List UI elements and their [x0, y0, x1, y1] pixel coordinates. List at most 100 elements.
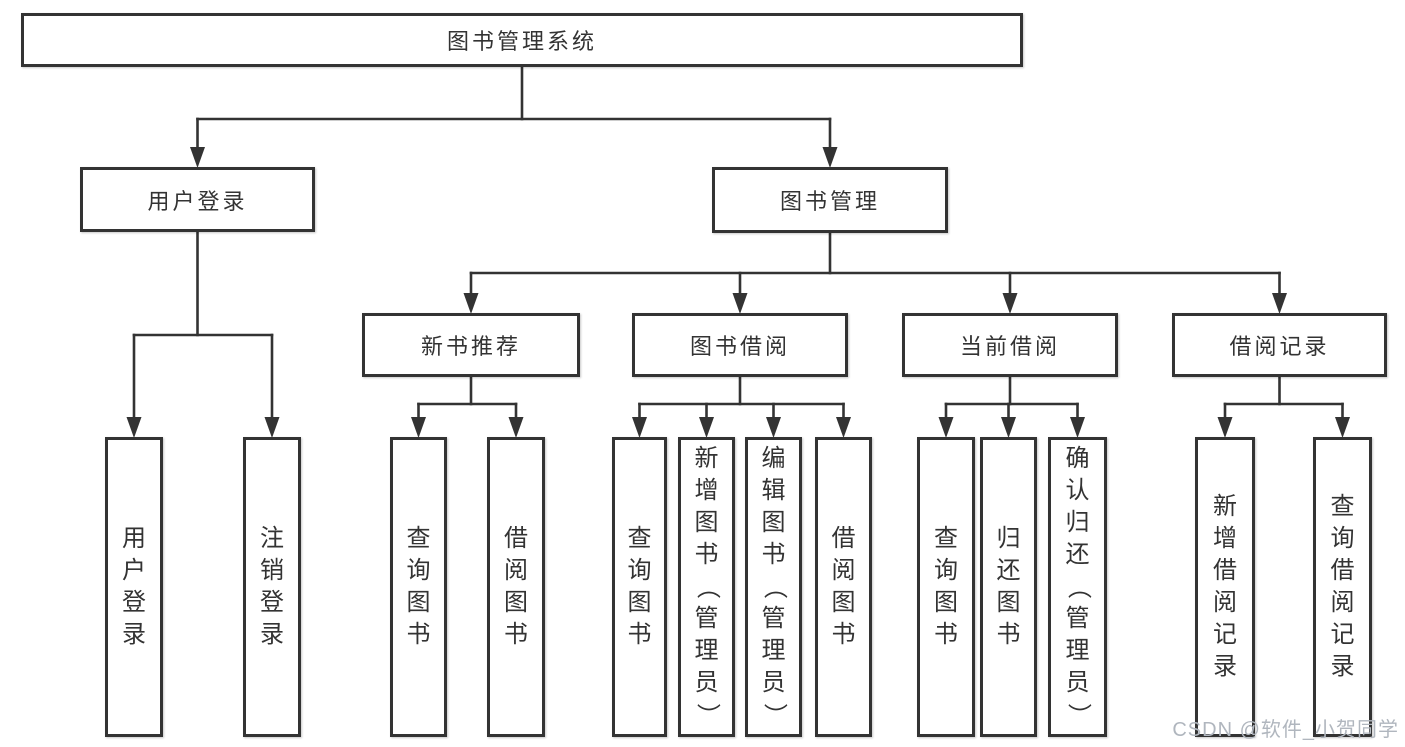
node-borrow-record: 借阅记录 [1172, 313, 1387, 377]
node-label-char: 辑 [761, 477, 786, 504]
arrowhead-icon [126, 417, 142, 438]
node-label-char: （ [760, 575, 788, 599]
node-label-char: 新 [1213, 493, 1237, 520]
arrowhead-icon [1070, 417, 1085, 438]
arrowhead-icon [1001, 417, 1016, 438]
node-label: 图书管理系统 [446, 29, 597, 54]
arrowhead-icon [766, 417, 781, 438]
node-label-char: 理 [694, 637, 719, 664]
node-label-char: 书 [694, 541, 719, 568]
node-label-char: 图 [934, 589, 958, 616]
node-label-char: 询 [934, 557, 958, 584]
arrowhead-icon [632, 417, 647, 438]
node-label-char: 还 [1065, 541, 1090, 568]
node-label-char: 书 [406, 621, 431, 648]
node-label-char: ） [1064, 703, 1092, 727]
node-label-char: 归 [996, 525, 1021, 552]
node-label-char: 借 [504, 525, 528, 552]
node-label-char: 书 [831, 621, 856, 648]
arrowhead-icon [1335, 417, 1350, 438]
node-label-char: 用 [122, 525, 146, 552]
node-label-char: 户 [122, 557, 146, 584]
node-label-char: 录 [1213, 653, 1237, 680]
node-label-char: 阅 [831, 557, 856, 584]
node-book-mgmt: 图书管理 [712, 167, 948, 233]
node-label-char: 查 [1330, 493, 1355, 520]
node-label-char: 查 [627, 525, 652, 552]
node-label-char: 借 [1213, 557, 1237, 584]
node-label-char: 图 [996, 589, 1021, 616]
node-label-char: （ [1064, 575, 1092, 599]
arrowhead-icon [836, 417, 851, 438]
node-label-char: 书 [504, 621, 528, 648]
node-leaf-logout: 注销登录 [243, 437, 301, 737]
arrowhead-icon [190, 147, 205, 168]
node-label-char: 认 [1065, 477, 1090, 504]
arrowhead-icon [463, 293, 479, 314]
node-leaf-cb-return: 归还图书 [980, 437, 1037, 737]
node-label-char: 书 [627, 621, 652, 648]
arrowhead-icon [1272, 293, 1287, 314]
node-leaf-nb-query: 查询图书 [390, 437, 447, 737]
node-label-char: 管 [1065, 605, 1090, 632]
node-label-char: 录 [122, 621, 146, 648]
node-label-char: 记 [1213, 621, 1237, 648]
node-label-char: 图 [504, 589, 528, 616]
node-leaf-nb-borrow: 借阅图书 [487, 437, 545, 737]
node-label-char: 员 [761, 669, 786, 696]
arrowhead-icon [699, 417, 714, 438]
node-label-char: 图 [694, 509, 719, 536]
node-label-char: 归 [1065, 509, 1090, 536]
node-label-char: 管 [761, 605, 786, 632]
node-label-char: 图 [831, 589, 856, 616]
node-label-char: （ [693, 575, 721, 599]
node-label-char: 查 [406, 525, 431, 552]
node-label-char: 理 [761, 637, 786, 664]
node-label-char: 登 [260, 589, 284, 616]
node-label: 新书推荐 [420, 334, 521, 359]
node-label: 图书管理 [779, 189, 880, 214]
node-root: 图书管理系统 [21, 13, 1023, 67]
csdn-watermark: CSDN @软件_小贺同学 [1172, 719, 1399, 741]
node-label-char: 理 [1065, 637, 1090, 664]
node-label: 借阅记录 [1229, 334, 1330, 359]
node-label-char: 询 [1330, 525, 1355, 552]
node-label-char: 确 [1065, 445, 1090, 472]
node-label-char: 记 [1330, 621, 1355, 648]
node-leaf-bb-borrow: 借阅图书 [815, 437, 872, 737]
node-label-char: 阅 [1213, 589, 1237, 616]
node-label-char: 录 [1330, 653, 1355, 680]
node-label-char: 登 [122, 589, 146, 616]
node-label-char: 增 [694, 477, 719, 504]
node-label-char: 询 [406, 557, 431, 584]
node-leaf-bb-edit: 编辑图书（管理员） [745, 437, 802, 737]
node-label-char: 注 [260, 525, 284, 552]
node-label-char: 员 [694, 669, 719, 696]
node-book-borrow: 图书借阅 [632, 313, 848, 377]
node-label-char: 询 [627, 557, 652, 584]
node-label-char: 管 [694, 605, 719, 632]
arrowhead-icon [822, 147, 838, 168]
node-new-book-rec: 新书推荐 [362, 313, 580, 377]
node-user-login-branch: 用户登录 [80, 167, 315, 232]
node-label-char: 书 [996, 621, 1021, 648]
node-label-char: 图 [627, 589, 652, 616]
arrowhead-icon [1217, 417, 1233, 438]
node-label-char: 录 [260, 621, 284, 648]
node-label-char: 新 [694, 445, 719, 472]
node-label-char: 查 [934, 525, 958, 552]
node-label-char: 编 [761, 445, 786, 472]
node-leaf-bb-add: 新增图书 （ 管理员 ） [678, 437, 735, 737]
node-label-char: 图 [406, 589, 431, 616]
node-leaf-user-login: 用户登录 [105, 437, 163, 737]
arrowhead-icon [938, 417, 954, 438]
node-label-char: ） [693, 703, 721, 727]
node-label-char: 员 [1065, 669, 1090, 696]
node-label-char: 阅 [1330, 589, 1355, 616]
node-label-char: 增 [1213, 525, 1237, 552]
node-label-char: 销 [260, 557, 284, 584]
node-leaf-bb-query: 查询图书 [612, 437, 667, 737]
